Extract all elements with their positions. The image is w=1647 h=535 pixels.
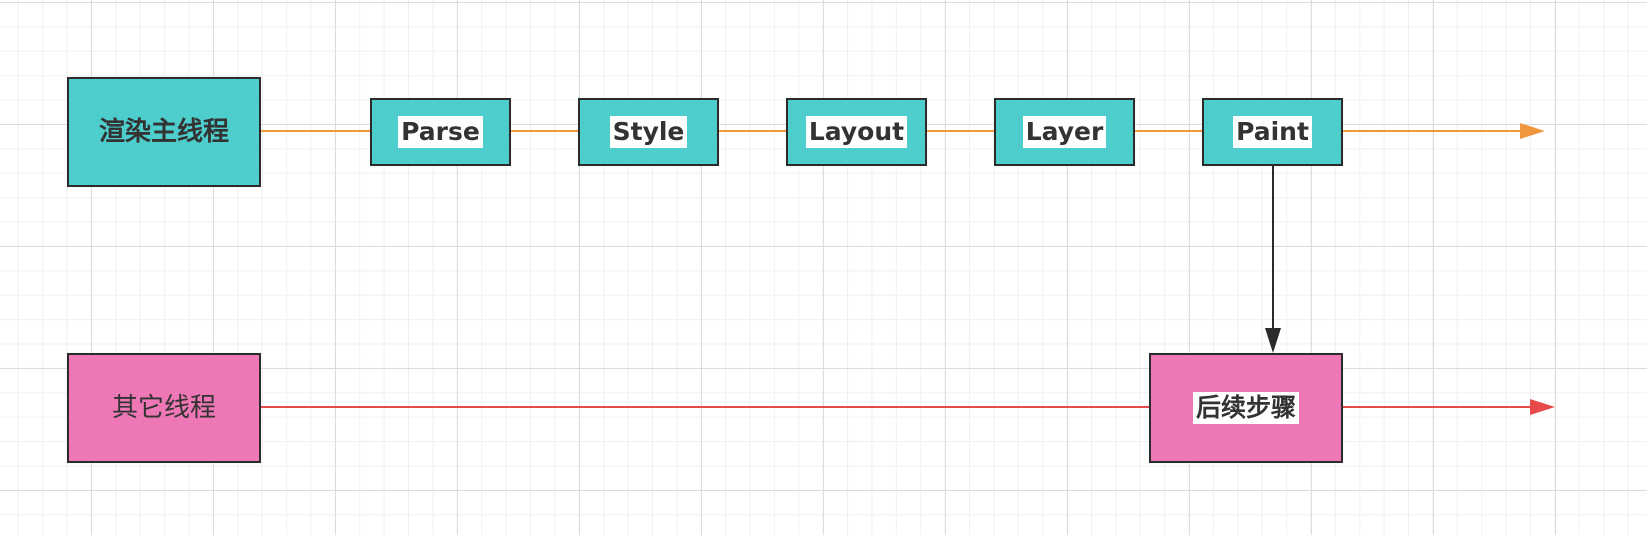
other-thread-node[interactable]: 其它线程 — [67, 353, 261, 463]
main-thread-node[interactable]: 渲染主线程 — [67, 77, 261, 187]
step-layout[interactable]: Layout — [786, 98, 927, 166]
step-style[interactable]: Style — [578, 98, 719, 166]
step-layout-label: Layout — [805, 116, 908, 148]
next-steps-node[interactable]: 后续步骤 — [1149, 353, 1343, 463]
paint-to-next-steps-arrowhead — [1265, 328, 1281, 353]
step-paint-label: Paint — [1233, 116, 1312, 148]
next-steps-label: 后续步骤 — [1192, 392, 1299, 424]
other-thread-label: 其它线程 — [111, 393, 216, 423]
step-style-label: Style — [609, 116, 688, 148]
other-thread-arrowhead — [1530, 399, 1555, 415]
step-paint[interactable]: Paint — [1202, 98, 1343, 166]
step-layer[interactable]: Layer — [994, 98, 1135, 166]
main-thread-arrowhead — [1520, 123, 1545, 139]
step-layer-label: Layer — [1022, 116, 1107, 148]
main-thread-label: 渲染主线程 — [98, 117, 229, 147]
step-parse-label: Parse — [398, 116, 483, 148]
step-parse[interactable]: Parse — [370, 98, 511, 166]
